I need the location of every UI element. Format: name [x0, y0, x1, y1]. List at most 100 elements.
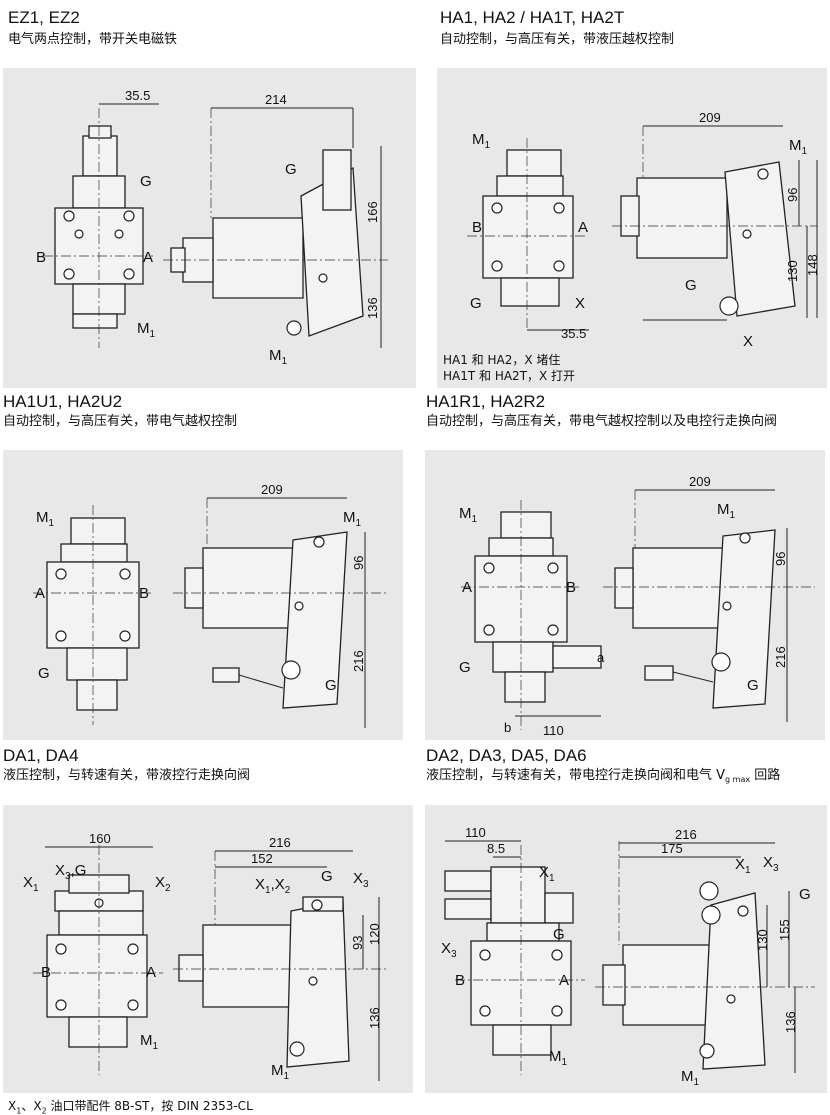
label-m1-side: M1	[789, 137, 808, 157]
dim-175: 175	[661, 841, 683, 856]
label-b: B	[41, 964, 51, 981]
side-view	[612, 126, 817, 317]
side-view	[603, 490, 815, 709]
drawing-panel-da2: 110 8.5 X1 G X3 B A M1 216 175 130 155 1…	[425, 805, 827, 1093]
section-subtitle-ha-r: 自动控制，与高压有关，带电气越权控制以及电控行走换向阀	[426, 414, 778, 429]
footnote: X1、X2 油口带配件 8B-ST，按 DIN 2353-CL	[8, 1099, 253, 1115]
label-g-side: G	[325, 677, 337, 694]
dim-216: 216	[351, 650, 366, 672]
label-g-side: G	[685, 277, 697, 294]
front-view	[33, 505, 153, 725]
label-g: G	[459, 659, 471, 676]
dim-110: 110	[543, 723, 564, 738]
dim-135: 135	[681, 68, 703, 71]
label-g-side: G	[321, 868, 333, 885]
section-subtitle-da1: 液压控制，与转速有关，带液控行走换向阀	[3, 768, 251, 783]
note-ha1-ha2: HA1 和 HA2，X 堵住	[443, 353, 560, 367]
section-title-ha-u: HA1U1, HA2U2	[3, 392, 123, 411]
dim-136: 136	[367, 1007, 382, 1029]
label-b: B	[455, 972, 465, 989]
dim-148: 148	[805, 254, 820, 276]
label-x3-side: X3	[353, 870, 369, 890]
label-x1: X1	[23, 874, 39, 894]
dim-216: 216	[269, 835, 291, 850]
dim-96: 96	[785, 188, 800, 202]
side-view	[173, 851, 388, 1068]
dim-96: 96	[773, 552, 788, 566]
label-b: B	[566, 579, 576, 596]
label-m1: M1	[472, 131, 491, 151]
label-m1: M1	[459, 505, 478, 525]
label-g-side: G	[799, 886, 811, 903]
label-x3: X3	[441, 940, 457, 960]
dim-96: 96	[351, 556, 366, 570]
dim-216: 216	[675, 827, 697, 842]
dim-35-5: 35.5	[125, 88, 150, 103]
label-b: B	[472, 219, 482, 236]
section-title-da1: DA1, DA4	[3, 746, 79, 765]
label-x1: X1	[539, 864, 555, 884]
label-m1-side: M1	[271, 1062, 290, 1082]
section-title-ha: HA1, HA2 / HA1T, HA2T	[440, 8, 625, 27]
front-view	[33, 845, 163, 1075]
section-title-da2: DA2, DA3, DA5, DA6	[426, 746, 587, 765]
dim-216: 216	[773, 646, 788, 668]
side-view	[595, 841, 815, 1070]
dim-120: 120	[367, 923, 382, 945]
dim-8-5: 8.5	[487, 841, 505, 856]
label-x-side: X	[743, 333, 753, 350]
label-a-port: a	[597, 650, 605, 665]
front-view	[43, 108, 153, 348]
dim-155: 155	[777, 919, 792, 941]
label-g-side: G	[747, 677, 759, 694]
dim-93: 93	[350, 936, 365, 950]
note-ha1t-ha2t: HA1T 和 HA2T，X 打开	[443, 369, 575, 383]
dim-166: 166	[365, 201, 380, 223]
section-subtitle-ez: 电气两点控制，带开关电磁铁	[8, 32, 178, 47]
label-m1-side: M1	[269, 347, 288, 367]
label-a: A	[143, 249, 153, 266]
drawing-panel-ha: M1 B A G X 35.5 209 96 148 130 135 M1 G …	[437, 68, 827, 388]
dim-35-5: 35.5	[561, 326, 586, 341]
section-title-ez: EZ1, EZ2	[8, 8, 80, 27]
label-a: A	[35, 585, 45, 602]
section-title-ha-r: HA1R1, HA2R2	[426, 392, 546, 411]
section-subtitle-ha: 自动控制，与高压有关，带液压越权控制	[440, 32, 675, 47]
dim-209: 209	[699, 110, 721, 125]
drawing-panel-ez: 35.5 G B A M1 214 166 136 G M1	[3, 68, 416, 388]
label-g: G	[470, 295, 482, 312]
label-b-port: b	[504, 720, 511, 735]
drawing-panel-da1: 160 X1 X3,G X2 B A M1 216 152 93 120 136…	[3, 805, 413, 1093]
label-b: B	[36, 249, 46, 266]
label-g: G	[553, 926, 565, 943]
label-x: X	[575, 295, 585, 312]
label-m1-front: M1	[137, 320, 156, 340]
label-a: A	[578, 219, 588, 236]
dim-136: 136	[365, 297, 380, 319]
dim-152: 152	[251, 851, 273, 866]
dim-214: 214	[265, 92, 287, 107]
front-view	[467, 138, 587, 328]
dim-136: 136	[783, 1011, 798, 1033]
label-a: A	[559, 972, 569, 989]
dim-110: 110	[465, 825, 486, 840]
dim-209: 209	[689, 474, 711, 489]
label-a: A	[462, 579, 472, 596]
label-m1: M1	[36, 509, 55, 529]
label-x1-x2-side: X1,X2	[255, 876, 291, 896]
label-g: G	[140, 173, 152, 190]
front-view	[461, 500, 602, 730]
label-m1-side: M1	[717, 501, 736, 521]
label-m1: M1	[140, 1032, 159, 1052]
label-m1: M1	[549, 1048, 568, 1068]
dim-130: 130	[785, 260, 800, 282]
dim-209: 209	[261, 482, 283, 497]
label-x1-side: X1	[735, 856, 751, 876]
label-a: A	[146, 964, 156, 981]
label-g: G	[38, 665, 50, 682]
label-b: B	[139, 585, 149, 602]
label-x3-side: X3	[763, 854, 779, 874]
dim-160: 160	[89, 831, 111, 846]
label-x3-g: X3,G	[55, 862, 86, 882]
drawing-panel-ha-r: M1 A B G a b 110 209 96 216 M1 G	[425, 450, 825, 740]
